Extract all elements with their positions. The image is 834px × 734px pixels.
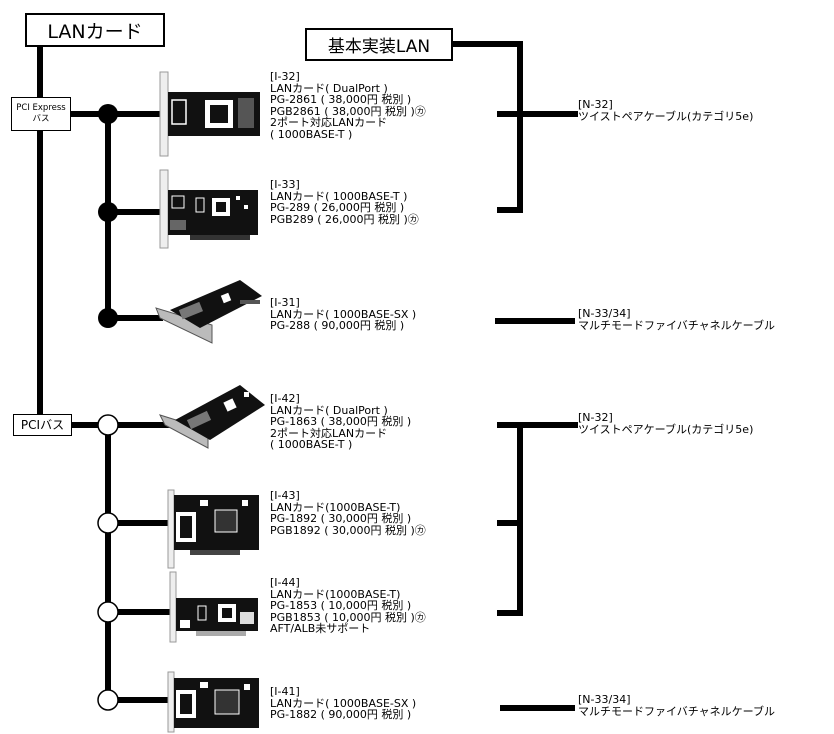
pcie-node-2 xyxy=(98,202,118,222)
cable-id: [N-33/34] xyxy=(578,307,631,320)
card-id: [I-44] xyxy=(270,576,300,589)
card-line: LANカード( 1000BASE-SX ) xyxy=(270,307,417,321)
cable-label-tp-2: [N-32] ツイストペアケーブル(カテゴリ5e) xyxy=(578,412,753,435)
cable-name: マルチモードファイバチャネルケーブル xyxy=(578,318,776,332)
card-desc-i43: [I-43] LANカード(1000BASE-T) PG-1892 ( 30,0… xyxy=(270,490,426,536)
card-line: LANカード( 1000BASE-T ) xyxy=(270,189,408,203)
cable-name: ツイストペアケーブル(カテゴリ5e) xyxy=(578,422,754,436)
pcie-bus-line1: PCI Express xyxy=(16,103,66,113)
onboard-lan-label: 基本実装LAN xyxy=(305,28,453,61)
cable-id: [N-32] xyxy=(578,98,613,111)
card-line: PG-289 ( 26,000円 税別 ) xyxy=(270,201,405,215)
card-desc-i32: [I-32] LANカード( DualPort ) PG-2861 ( 38,0… xyxy=(270,71,426,141)
card-line: LANカード(1000BASE-T) xyxy=(270,500,401,514)
card-line: PG-1853 ( 10,000円 税別 ) xyxy=(270,599,412,613)
card-line: ( 1000BASE-T ) xyxy=(270,127,353,141)
card-desc-i31: [I-31] LANカード( 1000BASE-SX ) PG-288 ( 90… xyxy=(270,297,416,332)
cable-label-tp-1: [N-32] ツイストペアケーブル(カテゴリ5e) xyxy=(578,99,753,122)
card-line: PGB2861 ( 38,000円 税別 )㋕ xyxy=(270,104,426,118)
cable-id: [N-32] xyxy=(578,411,613,424)
pcie-bus-label: PCI Express バス xyxy=(11,97,71,131)
card-line: PGB1853 ( 10,000円 税別 )㋕ xyxy=(270,610,426,624)
cable-name: ツイストペアケーブル(カテゴリ5e) xyxy=(578,109,754,123)
card-image-i33 xyxy=(159,169,258,249)
pci-bus-label: PCIバス xyxy=(13,414,72,436)
card-line: PG-1863 ( 38,000円 税別 ) xyxy=(270,415,412,429)
card-id: [I-31] xyxy=(270,296,300,309)
card-desc-i41: [I-41] LANカード( 1000BASE-SX ) PG-1882 ( 9… xyxy=(270,686,416,721)
card-image-i41 xyxy=(167,671,259,733)
pci-node-2 xyxy=(97,512,119,534)
card-line: PG-1882 ( 90,000円 税別 ) xyxy=(270,708,412,722)
pcie-node-3 xyxy=(98,308,118,328)
card-image-i31 xyxy=(155,280,262,344)
card-line: PG-288 ( 90,000円 税別 ) xyxy=(270,319,405,333)
card-line: PGB1892 ( 30,000円 税別 )㋕ xyxy=(270,523,426,537)
card-id: [I-42] xyxy=(270,392,300,405)
card-line: 2ポート対応LANカード xyxy=(270,426,388,440)
pci-node-3 xyxy=(97,601,119,623)
pci-node-1 xyxy=(97,414,119,436)
pcie-bus-line2: バス xyxy=(32,114,50,124)
card-line: LANカード( DualPort ) xyxy=(270,81,388,95)
card-desc-i44: [I-44] LANカード(1000BASE-T) PG-1853 ( 10,0… xyxy=(270,577,426,635)
card-desc-i33: [I-33] LANカード( 1000BASE-T ) PG-289 ( 26,… xyxy=(270,179,419,225)
cable-name: マルチモードファイバチャネルケーブル xyxy=(578,704,776,718)
cable-label-sx-1: [N-33/34] マルチモードファイバチャネルケーブル xyxy=(578,308,775,331)
card-line: PGB289 ( 26,000円 税別 )㋕ xyxy=(270,212,419,226)
card-line: ( 1000BASE-T ) xyxy=(270,438,353,452)
card-line: 2ポート対応LANカード xyxy=(270,116,388,130)
card-line: LANカード( DualPort ) xyxy=(270,403,388,417)
card-image-i42 xyxy=(159,385,265,449)
card-line: AFT/ALB未サポート xyxy=(270,622,371,636)
cable-label-sx-2: [N-33/34] マルチモードファイバチャネルケーブル xyxy=(578,694,775,717)
cable-id: [N-33/34] xyxy=(578,693,631,706)
card-line: LANカード( 1000BASE-SX ) xyxy=(270,696,417,710)
card-desc-i42: [I-42] LANカード( DualPort ) PG-1863 ( 38,0… xyxy=(270,393,411,451)
pcie-node-1 xyxy=(98,104,118,124)
card-line: LANカード(1000BASE-T) xyxy=(270,587,401,601)
card-id: [I-32] xyxy=(270,70,300,83)
card-line: PG-2861 ( 38,000円 税別 ) xyxy=(270,93,412,107)
card-id: [I-33] xyxy=(270,178,300,191)
card-id: [I-43] xyxy=(270,489,300,502)
card-image-i32 xyxy=(159,71,260,157)
pci-node-4 xyxy=(97,689,119,711)
card-image-i43 xyxy=(167,489,259,569)
card-image-i44 xyxy=(169,571,258,643)
lan-card-title: LANカード xyxy=(25,13,165,47)
card-id: [I-41] xyxy=(270,685,300,698)
card-line: PG-1892 ( 30,000円 税別 ) xyxy=(270,512,412,526)
